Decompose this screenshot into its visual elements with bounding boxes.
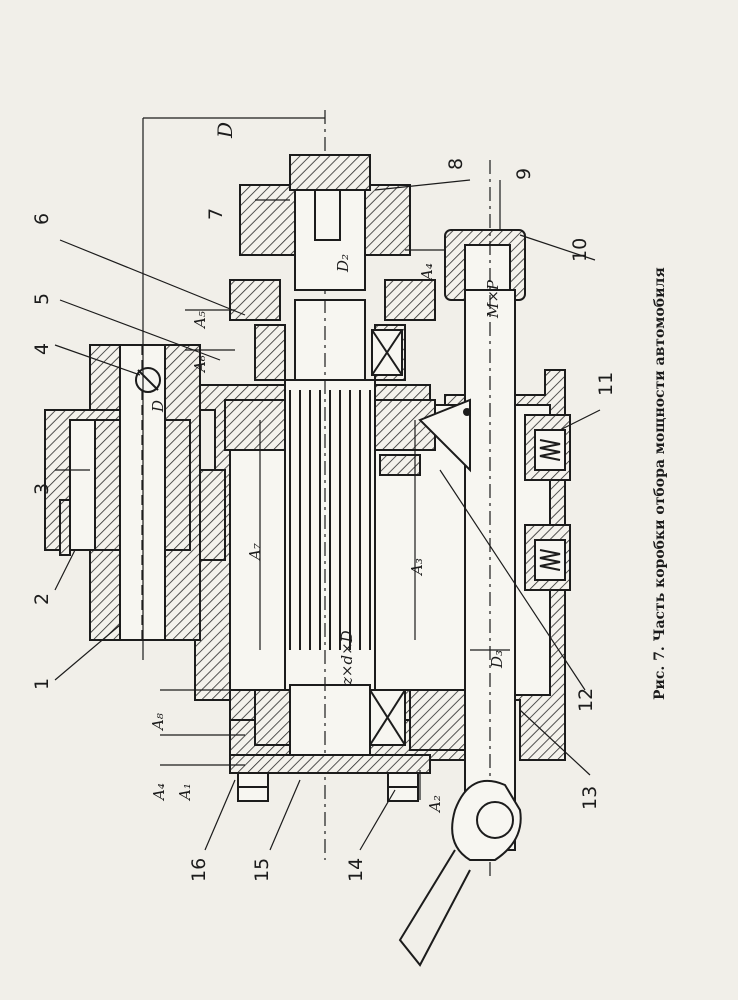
part-label-10: 10 — [569, 238, 591, 262]
dim-thread: M×P — [484, 279, 502, 319]
part-label-15: 15 — [251, 858, 273, 882]
dim-A4: A₄ — [150, 783, 168, 802]
end-cover — [229, 754, 431, 802]
shift-rod-assembly — [418, 160, 571, 880]
part-label-13: 13 — [579, 786, 601, 810]
dim-D2: D₂ — [334, 254, 352, 273]
part-label-3: 3 — [31, 483, 53, 495]
dimension-lines — [142, 117, 510, 800]
idler-shaft-assembly — [44, 344, 226, 641]
part-label-11: 11 — [595, 372, 617, 396]
dim-A4b: A₄ — [418, 263, 436, 282]
part-number-labels: 1 2 3 4 5 6 7 8 9 10 11 12 13 14 15 16 — [31, 158, 617, 882]
part-label-5: 5 — [31, 293, 53, 305]
dim-A3: A₃ — [408, 558, 426, 577]
part-label-16: 16 — [188, 858, 210, 882]
dim-A1: A₁ — [176, 783, 194, 802]
dim-spline: z×d×D — [338, 630, 356, 686]
dim-D-small: D — [149, 400, 167, 413]
dim-A7: A₇ — [246, 543, 264, 562]
part-label-8: 8 — [445, 158, 467, 170]
dim-A6: A₆ — [191, 355, 209, 374]
part-label-6: 6 — [31, 213, 53, 225]
bearings — [254, 324, 406, 746]
spline-grooves — [289, 390, 371, 650]
shift-lever — [398, 780, 522, 967]
dim-A8: A₈ — [149, 713, 167, 732]
part-label-9: 9 — [513, 168, 535, 180]
splined-main-shaft — [284, 110, 376, 860]
figure-caption: Рис. 7. Часть коробки отбора мощности ав… — [652, 267, 668, 700]
part-label-7: 7 — [205, 208, 227, 220]
leader-lines — [54, 179, 601, 851]
dimension-labels: D D D₂ D₃ z×d×D M×P A₁ A₂ A₃ A₄ A₄ A₅ A₆… — [149, 122, 506, 814]
part-label-4: 4 — [31, 343, 53, 355]
dim-D: D — [213, 122, 237, 139]
dim-D3: D₃ — [488, 650, 506, 669]
part-label-14: 14 — [345, 858, 367, 882]
dim-A5: A₅ — [191, 311, 209, 330]
part-label-1: 1 — [31, 678, 53, 690]
output-gear-7 — [229, 154, 436, 321]
dim-A2: A₂ — [426, 795, 444, 814]
part-label-12: 12 — [575, 688, 597, 712]
part-label-2: 2 — [31, 593, 53, 605]
